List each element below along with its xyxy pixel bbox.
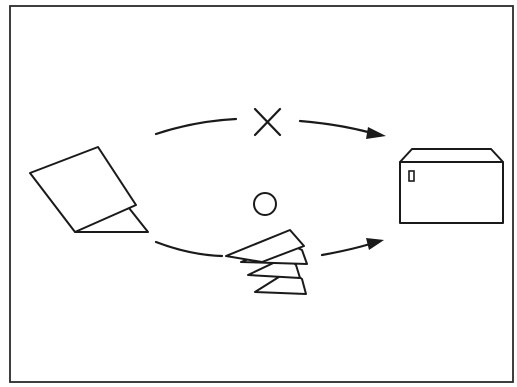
top-path [154, 117, 386, 139]
envelope-icon [399, 148, 504, 224]
top-path-arrowhead [366, 127, 386, 139]
envelope-window [408, 170, 415, 182]
frame-border [9, 5, 514, 383]
unfolded-document-icon [29, 146, 149, 233]
bottom-path [154, 238, 384, 258]
z-folded-paper-icon [225, 229, 308, 295]
bottom-path-arrowhead [366, 238, 384, 250]
bottom-path-curve-right [320, 242, 372, 257]
cross-mark-icon [253, 107, 282, 137]
circle-mark-icon [253, 192, 277, 216]
bottom-path-curve-left [154, 240, 224, 258]
top-path-curve-right [298, 119, 374, 135]
top-path-curve-left [154, 117, 238, 136]
